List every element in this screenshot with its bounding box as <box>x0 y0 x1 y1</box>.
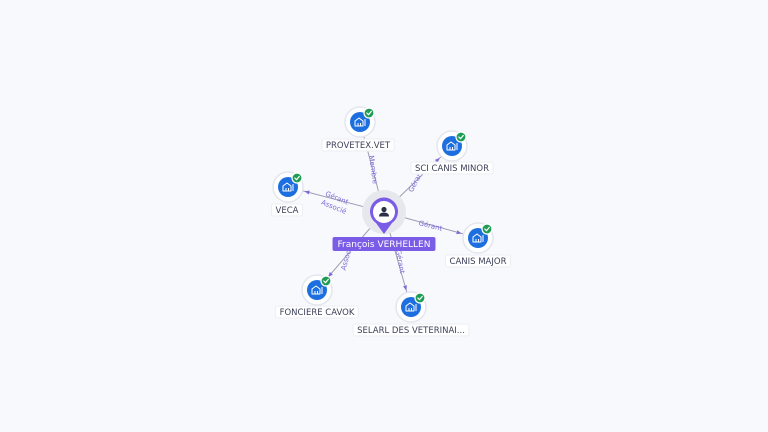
verified-check-icon <box>291 172 303 184</box>
edge-arrow-selarl <box>403 285 407 291</box>
company-node-canis-major[interactable] <box>462 222 494 254</box>
verified-check-icon <box>481 223 493 235</box>
company-label-veca[interactable]: VECA <box>271 203 303 217</box>
relation-label: Membre <box>367 155 379 184</box>
edge-arrow-veca <box>304 190 310 195</box>
person-label[interactable]: François VERHELLEN <box>332 237 436 251</box>
verified-check-icon <box>363 107 375 119</box>
company-label-sci-canis-minor[interactable]: SCI CANIS MINOR <box>410 161 494 175</box>
node-core <box>468 228 488 248</box>
company-name: FONCIERE CAVOK <box>280 308 355 318</box>
relation-label: Gérant <box>418 219 444 233</box>
node-core <box>350 112 370 132</box>
verified-check-icon <box>455 131 467 143</box>
edge-arrow-fonciere-cavok <box>328 272 333 278</box>
company-name: VECA <box>276 206 299 216</box>
node-core <box>442 136 462 156</box>
building-icon <box>446 141 458 151</box>
company-label-canis-major[interactable]: CANIS MAJOR <box>445 254 511 268</box>
node-core <box>307 280 327 300</box>
building-icon <box>282 182 294 192</box>
building-icon <box>354 117 366 127</box>
company-name: SELARL DES VETERINAI... <box>357 326 465 336</box>
person-icon <box>379 206 389 217</box>
edge-arrow-canis-major <box>456 230 462 235</box>
person-name: François VERHELLEN <box>338 240 431 250</box>
center-person-node[interactable]: François VERHELLEN <box>332 190 436 251</box>
verified-check-icon <box>414 292 426 304</box>
company-name: CANIS MAJOR <box>450 257 507 267</box>
company-name: SCI CANIS MINOR <box>415 164 489 174</box>
building-icon <box>311 285 323 295</box>
node-core <box>278 177 298 197</box>
verified-check-icon <box>320 275 332 287</box>
building-icon <box>472 233 484 243</box>
company-label-fonciere-cavok[interactable]: FONCIERE CAVOK <box>275 305 359 319</box>
company-name: PROVETEX.VET <box>326 141 391 151</box>
company-node-sci-canis-minor[interactable] <box>436 130 468 162</box>
edge-arrow-sci-canis-minor <box>434 157 440 163</box>
company-node-selarl[interactable] <box>395 291 427 323</box>
nodes-layer: PROVETEX.VET SCI CANIS MINOR VECA CANIS MAJ… <box>271 106 511 337</box>
company-label-provetex[interactable]: PROVETEX.VET <box>321 138 395 152</box>
company-node-provetex[interactable] <box>344 106 376 138</box>
company-node-veca[interactable] <box>272 171 304 203</box>
node-core <box>401 297 421 317</box>
company-node-fonciere-cavok[interactable] <box>301 274 333 306</box>
relation-label: Gérant <box>394 249 406 274</box>
building-icon <box>405 302 417 312</box>
company-label-selarl[interactable]: SELARL DES VETERINAI... <box>352 323 470 337</box>
